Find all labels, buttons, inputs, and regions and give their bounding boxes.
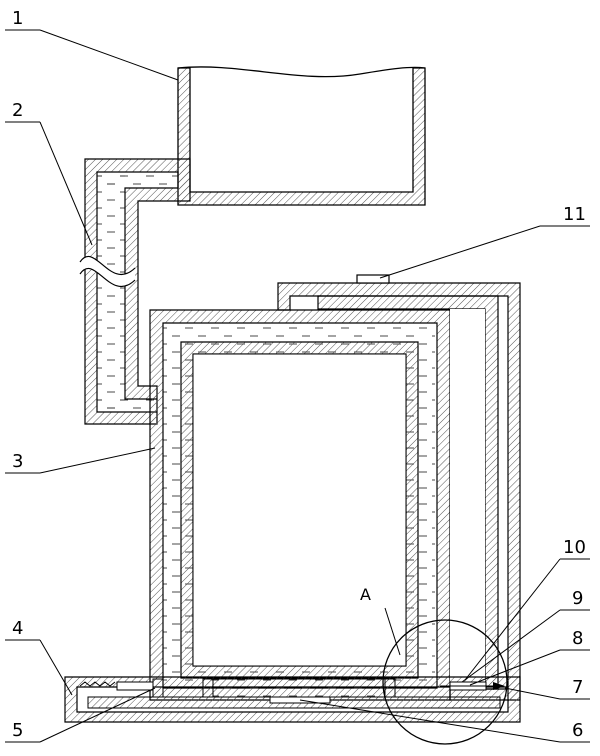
- callout-10: 10: [563, 537, 586, 558]
- callout-9: 9: [572, 588, 583, 609]
- detail-leader: [384, 607, 401, 656]
- callout-5: 5: [12, 720, 23, 741]
- callout-1: 1: [12, 8, 23, 29]
- connecting-pipe: [84, 158, 191, 425]
- valve-left: [116, 678, 214, 698]
- valve-right: [384, 678, 505, 698]
- main-vessel: [149, 309, 451, 701]
- leader-lines: [5, 29, 590, 743]
- detail-label: A: [360, 585, 371, 604]
- detail-circle: [382, 619, 508, 745]
- callout-3: 3: [12, 451, 23, 472]
- callout-7: 7: [572, 677, 583, 698]
- callout-11: 11: [563, 204, 586, 225]
- callout-4: 4: [12, 618, 23, 639]
- upper-tank: [177, 66, 426, 206]
- top-cap: [356, 274, 390, 284]
- callout-labels: 1 2 3 4 5 6 7 8 9 10 11: [12, 8, 586, 741]
- callout-8: 8: [572, 628, 583, 649]
- pipe-break-lines: [79, 255, 136, 288]
- callout-2: 2: [12, 100, 23, 121]
- callout-6: 6: [572, 720, 583, 741]
